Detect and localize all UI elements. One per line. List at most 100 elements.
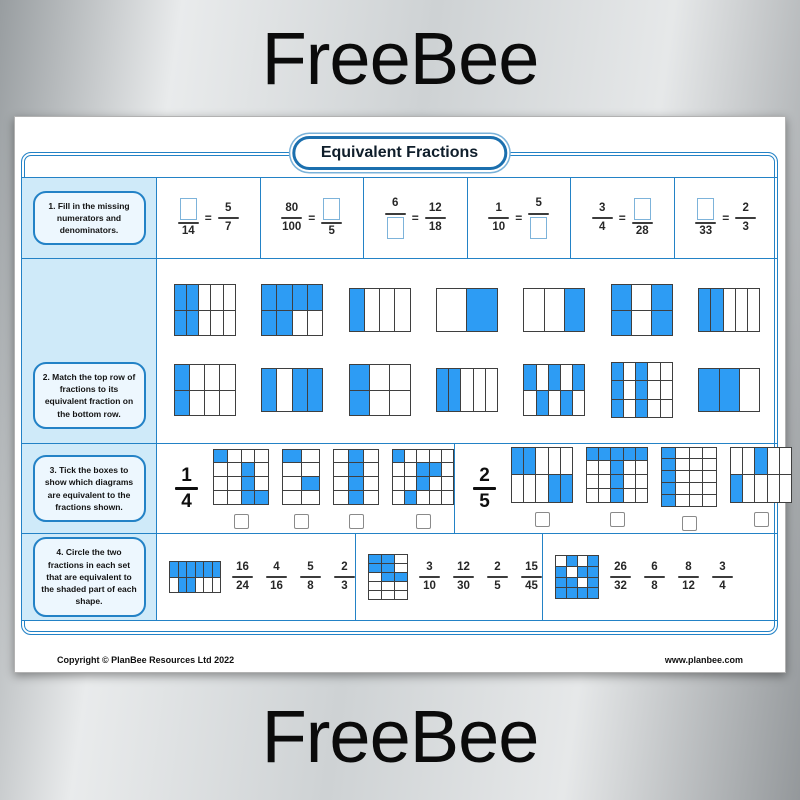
grid-cell [189, 390, 205, 415]
equals-sign: = [515, 211, 523, 225]
fraction-bar [232, 576, 253, 578]
grid-cell [283, 463, 301, 476]
fraction-diagram [368, 554, 408, 600]
grid-cell [223, 310, 235, 335]
exercise4-label-cell: 4. Circle the two fractions in each set … [22, 534, 157, 620]
answer-box[interactable] [323, 197, 341, 220]
fraction-numerator: 5 [307, 560, 314, 573]
fraction-denominator: 28 [635, 225, 649, 238]
worksheet-footer: Copyright © PlanBee Resources Ltd 2022 w… [15, 655, 785, 665]
grid-cell [556, 588, 566, 598]
fraction-denominator: 10 [423, 579, 436, 592]
grid-cell [227, 490, 241, 504]
grid-cell [292, 310, 307, 335]
grid-cell [441, 463, 453, 476]
grid-cell [636, 363, 648, 381]
worksheet-frame: Equivalent Fractions 1. Fill in the miss… [21, 136, 792, 635]
grid-cell [170, 562, 178, 577]
grid-cell [623, 475, 635, 488]
set1-shape [169, 561, 221, 593]
grid-cell [429, 490, 441, 504]
tick-checkbox[interactable] [534, 511, 550, 527]
fraction-bar [521, 576, 542, 578]
grid-cell [723, 289, 735, 331]
grid-cell [611, 447, 623, 461]
tick-checkbox[interactable] [348, 513, 364, 529]
fraction-numerator: 15 [525, 560, 538, 573]
grid-cell [255, 449, 268, 463]
fraction: 28 [631, 197, 653, 239]
grid-cell [349, 449, 363, 463]
fraction-diagram [661, 446, 717, 507]
grid-cell [255, 490, 268, 504]
grid-cell [703, 494, 716, 506]
grid-cell [382, 555, 394, 563]
tick-checkbox[interactable] [609, 511, 625, 527]
fraction-bar [644, 576, 665, 578]
fraction-denominator: 12 [682, 579, 695, 592]
grid-cell [624, 381, 636, 399]
grid-cell [441, 477, 453, 490]
grid-cell [212, 577, 220, 592]
fraction-numerator: 6 [392, 197, 399, 210]
grid-cell [211, 310, 223, 335]
grid-cell [417, 477, 429, 490]
grid-cell [334, 490, 348, 504]
grid-cell [611, 310, 632, 335]
grid-cell [369, 591, 381, 599]
set3-shape [555, 555, 599, 599]
fraction-bar [528, 212, 550, 215]
grid-cell [364, 490, 378, 504]
grid-cell [405, 477, 417, 490]
tick-checkbox[interactable] [233, 513, 249, 529]
grid-cell [636, 381, 648, 399]
grid-cell [587, 461, 599, 474]
fraction-numerator: 1 [181, 464, 192, 486]
grid-cell [417, 490, 429, 504]
grid-cell [566, 588, 577, 598]
grid-cell [393, 463, 405, 476]
fraction-diagram [392, 448, 454, 505]
fraction-numerator: 4 [273, 560, 280, 573]
tick-checkbox[interactable] [753, 511, 769, 527]
answer-box[interactable] [697, 197, 715, 220]
grid-cell [599, 461, 611, 474]
answer-box[interactable] [386, 216, 404, 239]
grid-cell [301, 463, 319, 476]
grid-cell [174, 365, 189, 390]
answer-box[interactable] [530, 216, 548, 239]
grid-cell [382, 564, 394, 572]
tick-checkbox[interactable] [415, 513, 431, 529]
grid-cell [178, 562, 186, 577]
grid-cell [364, 463, 378, 476]
grid-cell [349, 365, 369, 390]
exercise2-top-row [157, 284, 777, 336]
grid-cell [635, 461, 647, 474]
fraction-numerator: 3 [599, 201, 606, 214]
tick-checkbox[interactable] [293, 513, 309, 529]
answer-box[interactable] [633, 197, 651, 220]
freebee-banner-bottom: FreeBee [261, 694, 540, 778]
grid-cell [211, 285, 223, 310]
answer-box[interactable] [179, 197, 197, 220]
grid-cell [689, 482, 703, 494]
fraction-denominator: 8 [307, 579, 314, 592]
grid-cell [199, 285, 211, 310]
fraction-numerator: 8 [685, 560, 692, 573]
fraction-numerator: 2 [341, 560, 348, 573]
diagram-with-checkbox [661, 446, 717, 531]
grid-cell [632, 285, 652, 310]
grid-cell [227, 477, 241, 490]
exercise3-label-cell: 3. Tick the boxes to show which diagrams… [22, 444, 157, 533]
fraction-diagram [555, 555, 599, 599]
tick-checkbox[interactable] [681, 515, 697, 531]
set2-shape [368, 554, 408, 600]
grid-cell [485, 369, 497, 411]
grid-cell [429, 477, 441, 490]
